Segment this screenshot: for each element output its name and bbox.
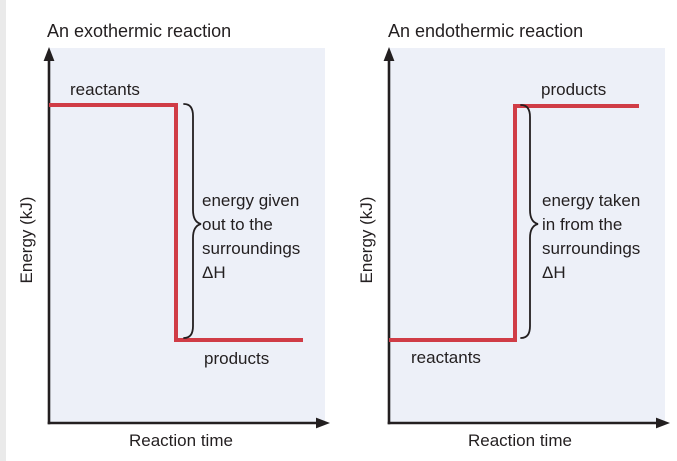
annotation-line: surroundings	[542, 239, 640, 258]
delta-h-brace	[520, 104, 539, 339]
plot-area	[389, 48, 665, 423]
panel-title: An exothermic reaction	[47, 21, 231, 41]
y-axis-arrowhead-icon	[383, 47, 395, 61]
delta-h-annotation: energy given out to the surroundings ΔH	[202, 191, 300, 282]
endothermic-panel: An endothermic reaction reactants produc…	[357, 21, 670, 450]
y-axis-title: Energy (kJ)	[17, 197, 36, 284]
delta-h-annotation: energy taken in from the surroundings ΔH	[542, 191, 640, 282]
exothermic-panel: An exothermic reaction reactants product…	[17, 21, 330, 450]
x-axis-arrowhead-icon	[656, 417, 670, 429]
plot-area	[49, 48, 325, 423]
y-axis-title: Energy (kJ)	[357, 197, 376, 284]
products-label: products	[204, 349, 269, 368]
delta-h-brace	[183, 103, 202, 339]
energy-profile-line	[389, 104, 639, 342]
annotation-line: ΔH	[202, 263, 226, 282]
annotation-line: out to the	[202, 215, 273, 234]
products-label: products	[541, 80, 606, 99]
y-axis-arrowhead-icon	[43, 47, 55, 61]
annotation-line: in from the	[542, 215, 622, 234]
panel-title: An endothermic reaction	[388, 21, 583, 41]
annotation-line: energy taken	[542, 191, 640, 210]
reactants-label: reactants	[411, 348, 481, 367]
page-left-border	[0, 0, 6, 461]
x-axis-title: Reaction time	[468, 431, 572, 450]
annotation-line: energy given	[202, 191, 299, 210]
x-axis-title: Reaction time	[129, 431, 233, 450]
annotation-line: surroundings	[202, 239, 300, 258]
energy-profile-line	[49, 103, 303, 342]
annotation-line: ΔH	[542, 263, 566, 282]
x-axis-arrowhead-icon	[316, 417, 330, 429]
reactants-label: reactants	[70, 80, 140, 99]
